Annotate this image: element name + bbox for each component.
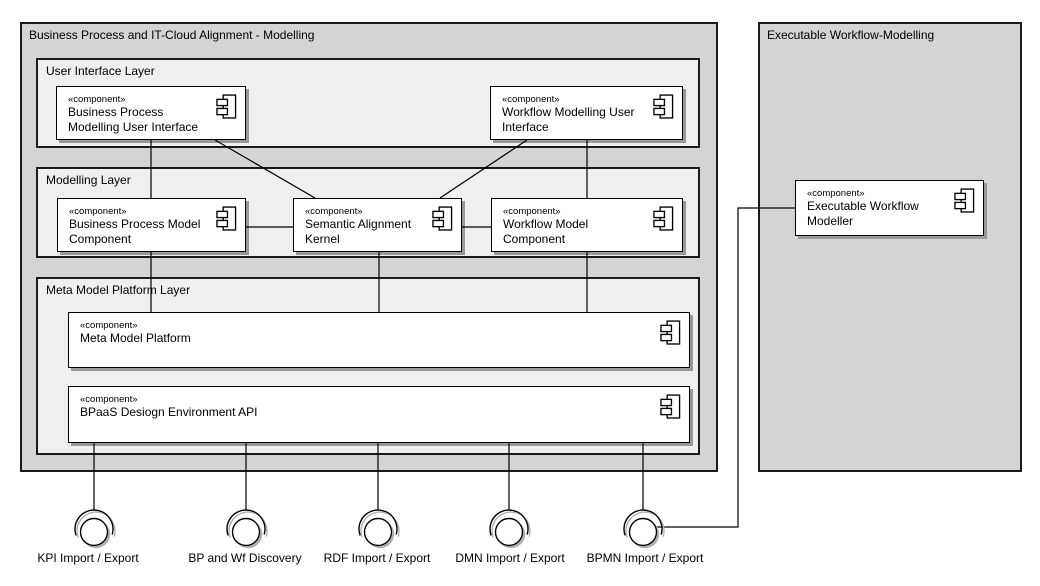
component-bpaas-design-environment-api: «component» BPaaS Desiogn Environment AP… xyxy=(68,386,690,443)
component-stereotype: «component» xyxy=(807,188,865,199)
component-stereotype: «component» xyxy=(80,320,138,331)
component-icon xyxy=(954,188,975,213)
component-name: Business Process Modelling User Interfac… xyxy=(68,105,199,134)
interface-label-bpmn: BPMN Import / Export xyxy=(586,551,704,565)
interface-label-rdf: RDF Import / Export xyxy=(323,551,431,565)
component-stereotype: «component» xyxy=(503,206,561,217)
component-stereotype: «component» xyxy=(80,394,138,405)
component-name: BPaaS Desiogn Environment API xyxy=(80,405,258,419)
component-name: Workflow Modelling User Interface xyxy=(502,105,635,134)
interface-symbols xyxy=(74,509,663,547)
component-stereotype: «component» xyxy=(69,206,127,217)
component-name: Business Process Model Component xyxy=(69,217,201,246)
component-stereotype: «component» xyxy=(68,94,126,105)
layer-title: Modelling Layer xyxy=(46,173,131,187)
component-icon xyxy=(660,320,681,345)
component-stereotype: «component» xyxy=(305,206,363,217)
layer-title: User Interface Layer xyxy=(46,64,155,78)
component-icon xyxy=(653,94,674,119)
interface-lollipop-discovery xyxy=(226,509,266,547)
interface-lollipop-bpmn xyxy=(623,509,663,547)
interface-lollipop-rdf xyxy=(358,509,398,547)
interface-label-kpi: KPI Import / Export xyxy=(37,551,139,565)
component-icon xyxy=(216,206,237,231)
component-business-process-modelling-user-interface: «component» Business Process Modelling U… xyxy=(56,86,246,140)
container-executable-workflow-modelling: Executable Workflow-Modelling xyxy=(758,22,1022,472)
interface-label-dmn: DMN Import / Export xyxy=(455,551,565,565)
interface-label-discovery: BP and Wf Discovery xyxy=(188,551,302,565)
component-stereotype: «component» xyxy=(502,94,560,105)
component-icon xyxy=(216,94,237,119)
component-business-process-model-component: «component» Business Process Model Compo… xyxy=(57,198,246,252)
component-name: Meta Model Platform xyxy=(80,331,191,345)
interface-lollipop-dmn xyxy=(489,509,529,547)
component-workflow-modelling-user-interface: «component» Workflow Modelling User Inte… xyxy=(490,86,683,140)
interface-lollipop-kpi xyxy=(74,509,114,547)
component-semantic-alignment-kernel: «component» Semantic Alignment Kernel xyxy=(293,198,462,252)
component-workflow-model-component: «component» Workflow Model Component xyxy=(491,198,683,252)
layer-title: Meta Model Platform Layer xyxy=(46,283,191,297)
component-executable-workflow-modeller: «component» Executable Workflow Modeller xyxy=(795,180,984,236)
component-icon xyxy=(432,206,453,231)
container-title: Business Process and IT-Cloud Alignment … xyxy=(29,28,315,42)
component-name: Semantic Alignment Kernel xyxy=(305,217,412,246)
container-title: Executable Workflow-Modelling xyxy=(767,28,935,42)
component-icon xyxy=(660,394,681,419)
component-name: Executable Workflow Modeller xyxy=(807,199,919,228)
component-meta-model-platform: «component» Meta Model Platform xyxy=(68,312,690,368)
component-name: Workflow Model Component xyxy=(503,217,589,246)
component-icon xyxy=(653,206,674,231)
